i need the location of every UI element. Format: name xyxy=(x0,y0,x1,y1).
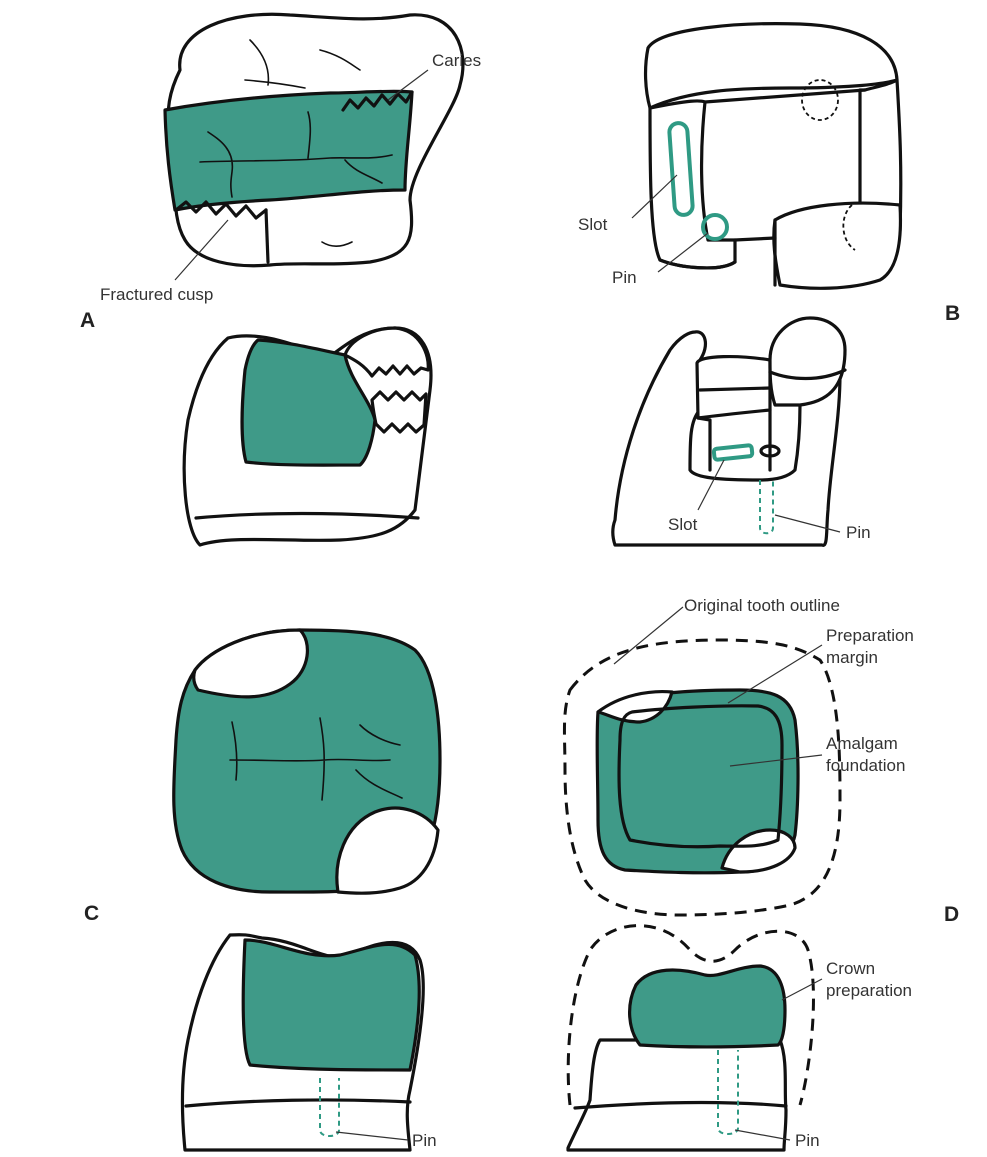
original-tooth-outline-label: Original tooth outline xyxy=(684,596,840,615)
original-tooth-outline-leader xyxy=(614,607,683,664)
panel-b-proximal-view: Slot Pin xyxy=(613,318,871,545)
pin-b-top-label: Pin xyxy=(612,268,637,287)
panel-a-letter: A xyxy=(80,309,95,332)
material-d-proximal xyxy=(630,966,785,1047)
pin-b-side-label: Pin xyxy=(846,523,871,542)
preparation-margin-label-line2: margin xyxy=(826,648,878,667)
material-c-proximal xyxy=(243,940,419,1070)
panel-c-letter: C xyxy=(84,902,99,925)
panel-c-occlusal-view: C xyxy=(84,630,440,925)
amalgam-foundation-label-line1: Amalgam xyxy=(826,734,898,753)
panel-b-letter: B xyxy=(945,302,960,325)
cusp-divider-a xyxy=(266,210,268,262)
slot-b-side xyxy=(714,445,753,460)
panel-a-proximal-view xyxy=(184,328,431,545)
tooth-b-distal-cusp-block xyxy=(774,203,901,288)
crown-preparation-label-line1: Crown xyxy=(826,959,875,978)
panel-c-proximal-view: Pin xyxy=(182,935,436,1150)
slot-b-top-label: Slot xyxy=(578,215,608,234)
material-band-a xyxy=(165,91,412,210)
pin-c-side-label: Pin xyxy=(412,1131,437,1150)
preparation-margin-label-line1: Preparation xyxy=(826,626,914,645)
cusp-piece-a-mid xyxy=(372,392,426,432)
panel-a-occlusal-view: Caries Fractured cusp A xyxy=(80,14,481,332)
panel-d-occlusal-view: Original tooth outline Preparation margi… xyxy=(564,596,959,926)
crown-preparation-label-line2: preparation xyxy=(826,981,912,1000)
slot-b-side-label: Slot xyxy=(668,515,698,534)
caries-label: Caries xyxy=(432,51,481,70)
panel-b-occlusal-view: Slot Pin B xyxy=(578,24,960,325)
amalgam-foundation-label-line2: foundation xyxy=(826,756,905,775)
fractured-cusp-label: Fractured cusp xyxy=(100,285,213,304)
panel-d-letter: D xyxy=(944,903,959,926)
crown-preparation-leader xyxy=(782,979,822,1000)
pin-d-side-label: Pin xyxy=(795,1131,820,1150)
panel-d-proximal-view: Crown preparation Pin xyxy=(568,926,912,1150)
